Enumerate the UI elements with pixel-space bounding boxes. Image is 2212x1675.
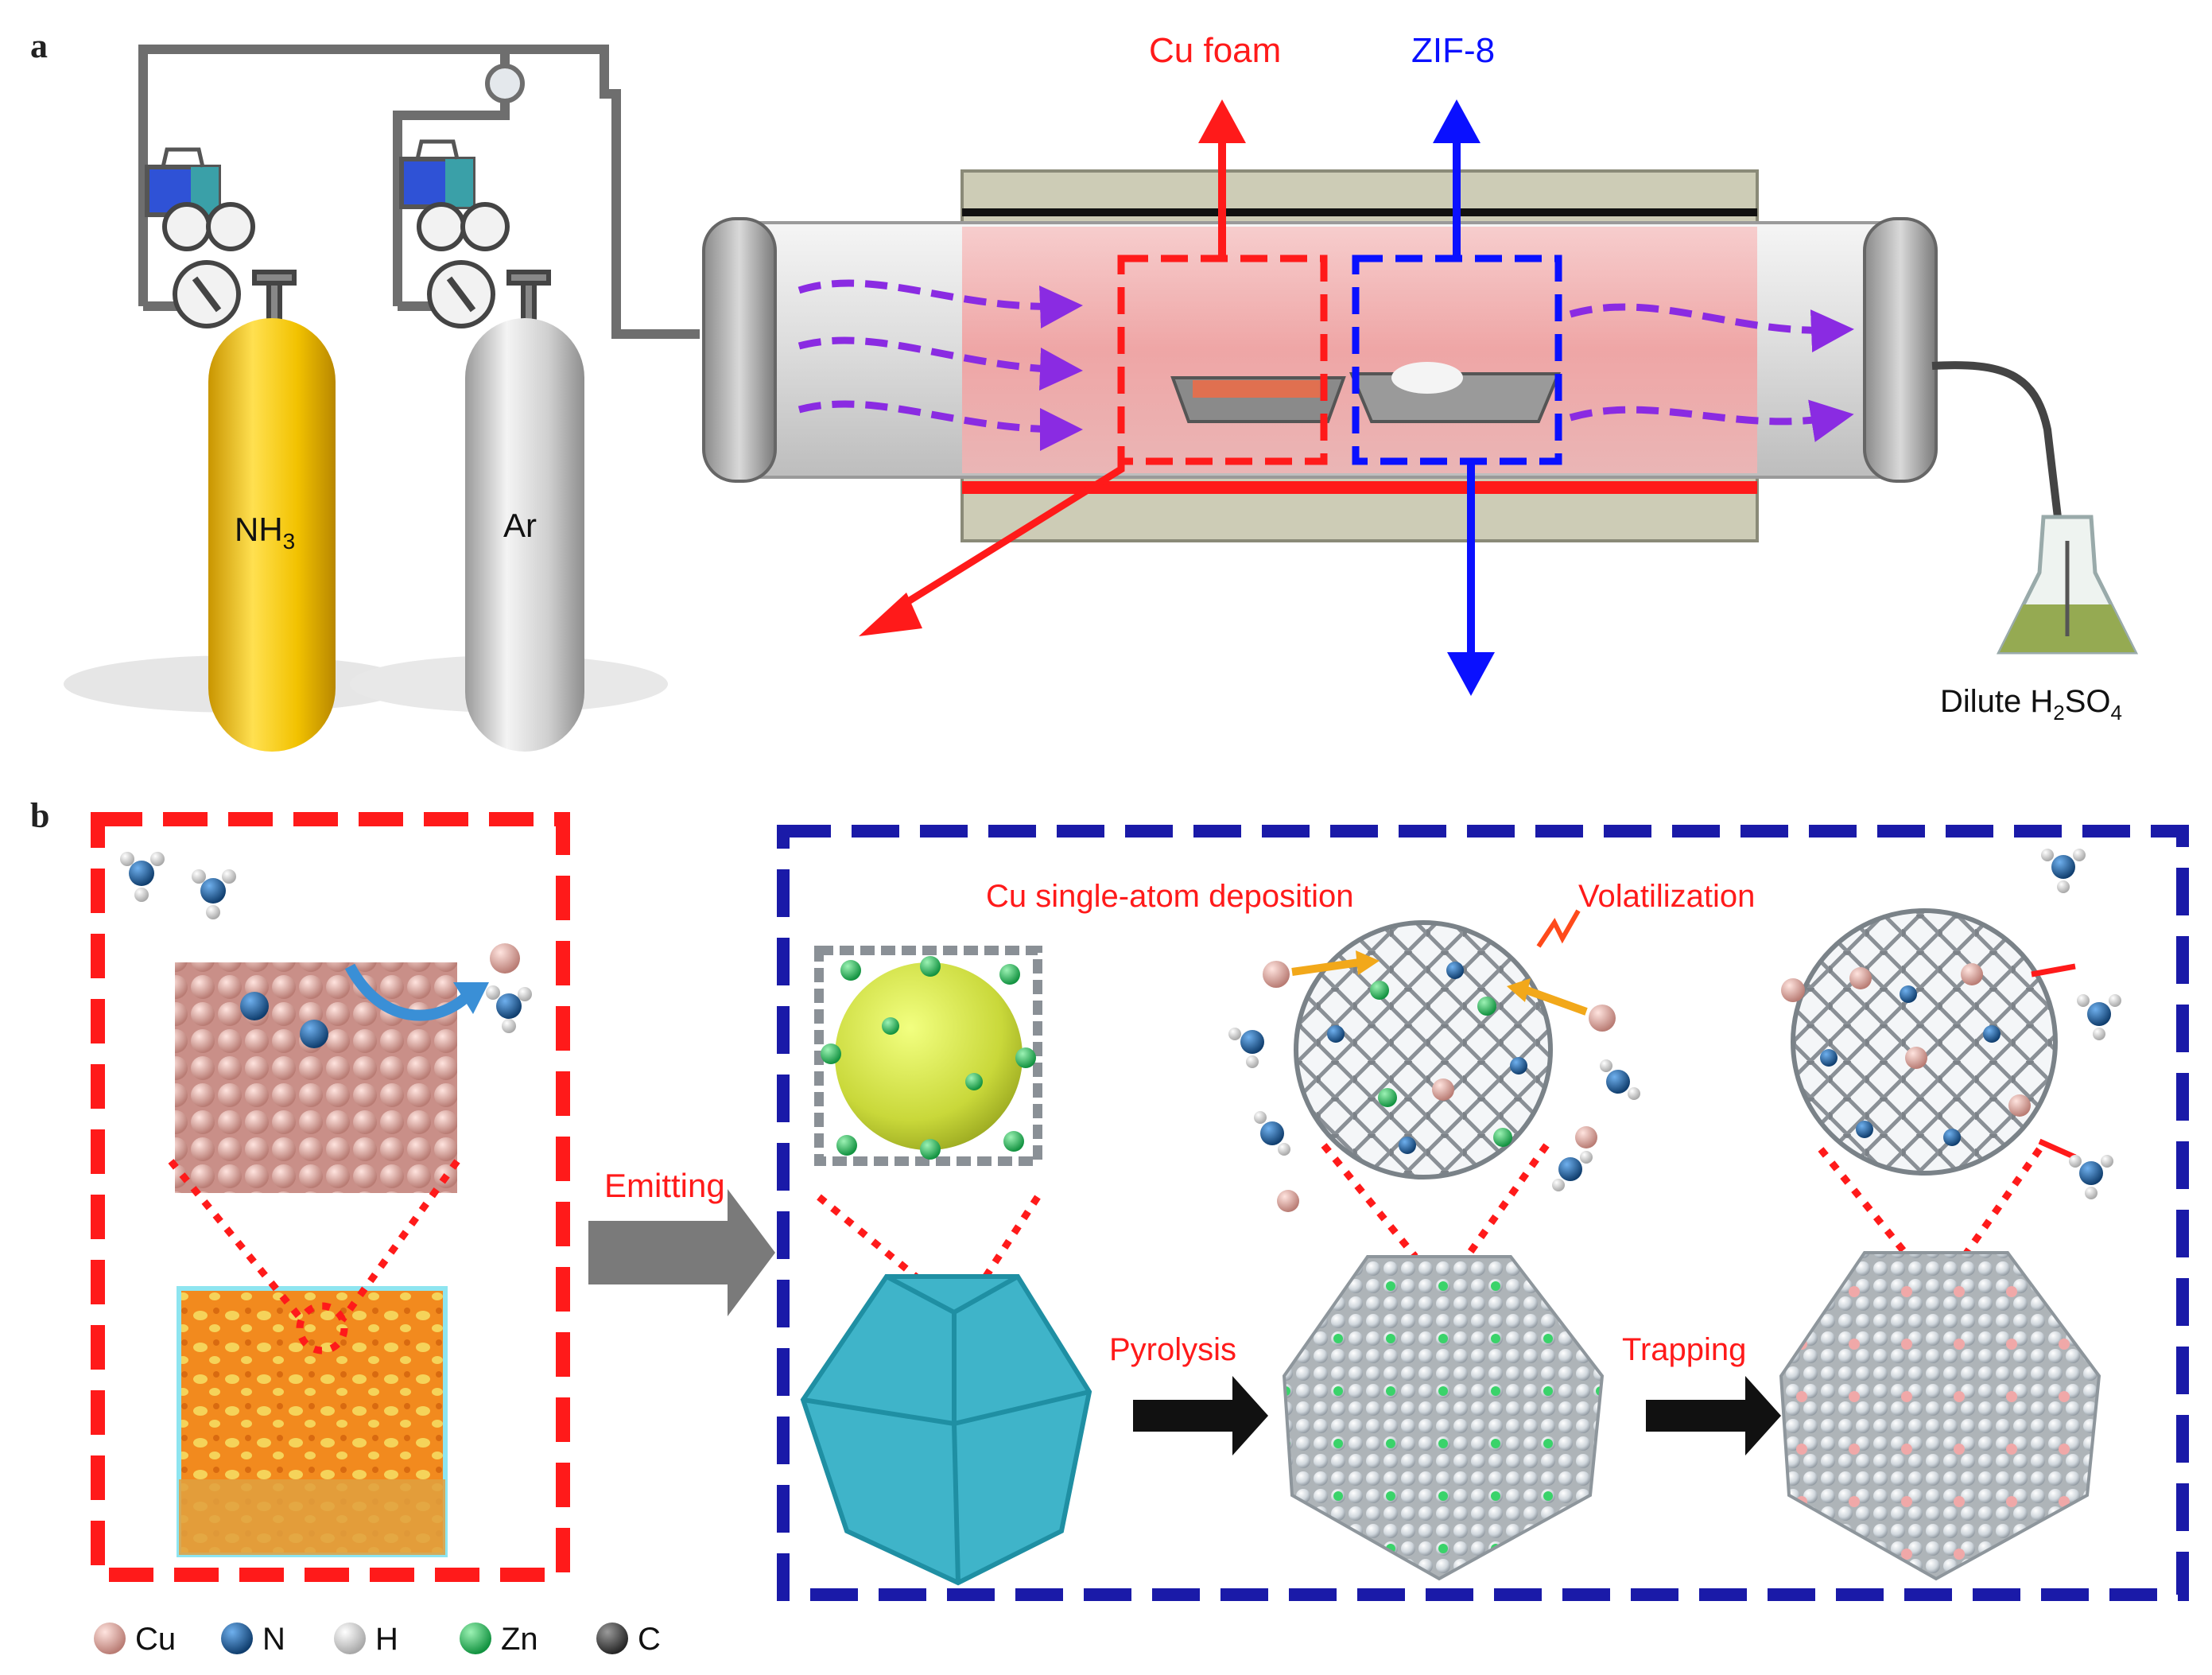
legend-label-c: C [638,1622,661,1657]
volatilization-label: Volatilization [1578,879,1755,914]
trapping-arrow [1646,1376,1781,1455]
three-way-valve-icon [485,64,525,103]
desorption-curve-arrow [344,963,473,1021]
pyrolysis-arrow [1133,1376,1268,1455]
legend-swatch-n [221,1623,253,1654]
trapping-label: Trapping [1622,1332,1746,1367]
cu-foam-label: Cu foam [1149,31,1281,70]
cu-zoom-lines [168,1159,460,1354]
cu-foam-mesh-base [179,1479,445,1555]
nc-cage-sphere-middle [1294,920,1553,1179]
nc-particle-middle [1282,1255,1605,1581]
atom-legend: Cu N H Zn C [94,1622,661,1657]
deposition-label: Cu single-atom deposition [986,879,1353,914]
zif8-label: ZIF-8 [1411,31,1495,70]
middle-cage-atoms [1327,962,1527,1154]
ar-label: Ar [503,507,537,544]
right-nh3-molecules [1781,849,2121,1199]
emitting-arrow [588,1189,775,1316]
nc-particle-right [1779,1251,2101,1581]
emitting-label: Emitting [604,1167,725,1204]
cu-foam-diagonal-arrow [859,461,1125,636]
zif8-crystal [800,1274,1092,1586]
legend-label-cu: Cu [135,1622,176,1657]
legend-swatch-cu [94,1623,126,1654]
outlet-tube [1931,361,2067,565]
flow-meter-ar-icon [399,139,475,209]
panel-letter-b: b [30,796,49,835]
furnace-top-bar [962,208,1757,216]
furnace-bottom-bar [962,481,1757,494]
cu-foam-detail-box [91,812,570,1582]
acid-flask-icon [1996,515,2139,655]
cu-foam-boat [1170,376,1346,423]
cu-foam-up-arrow [1198,99,1246,258]
regulator-ar-icon [417,202,551,328]
legend-label-n: N [262,1622,285,1657]
regulator-nh3-icon [162,202,297,328]
gas-flow-arrows [797,279,1854,451]
right-escaping-arrows [2031,963,2077,1160]
zif8-cage-pore [835,962,1023,1150]
dilute-acid-label: Dilute H2SO4 [1940,684,2122,725]
zif8-cage-frame [814,946,1042,1166]
zif8-down-arrow [1447,461,1495,696]
flow-meter-nh3-icon [145,147,221,217]
heating-zone [962,227,1757,473]
ar-cylinder [465,318,584,752]
nh3-label: NH3 [235,511,295,554]
legend-swatch-c [596,1623,628,1654]
middle-nh3-molecules [1228,1028,1640,1212]
zif8-detail-box [777,825,2189,1601]
legend-label-zn: Zn [501,1622,538,1657]
tube-end-cap-right [1863,217,1938,483]
cu-deposition-arrows [1263,950,1616,1032]
right-cage-atoms [1820,963,2031,1146]
desorption-arrowhead [453,982,489,1014]
zif8-boat [1349,362,1561,423]
zif8-up-arrow [1433,99,1480,258]
legend-label-h: H [375,1622,398,1657]
nc-cage-sphere-right [1791,908,2058,1176]
zn-atoms [821,956,1036,1160]
panel-letter-a: a [30,26,48,65]
legend-swatch-zn [460,1623,491,1654]
nh3-molecules-left [120,852,532,1048]
nh3-cylinder [208,318,336,752]
volatilization-spark-icon [1536,909,1581,948]
tube-end-cap-left [702,217,777,483]
cu-lattice-slab [175,962,457,1193]
pyrolysis-label: Pyrolysis [1109,1332,1236,1367]
legend-swatch-h [334,1623,366,1654]
